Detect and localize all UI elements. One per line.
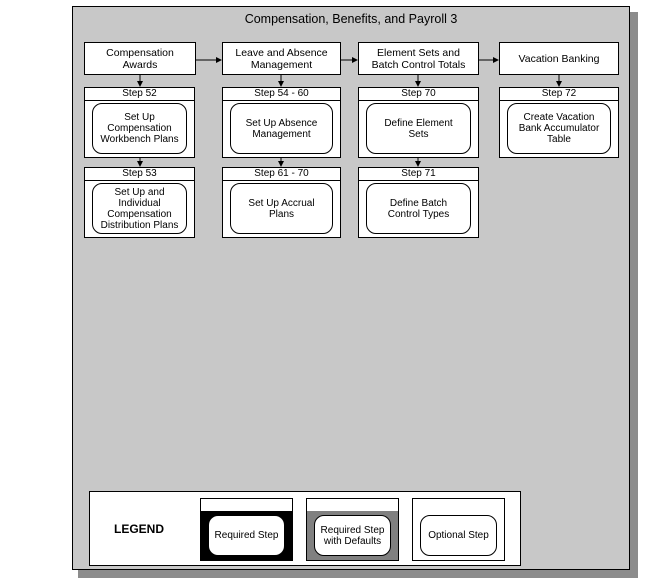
- header-element-sets: Element Sets and Batch Control Totals: [358, 42, 479, 75]
- step-71-label: Step 71: [359, 168, 478, 181]
- header-vacation-banking: Vacation Banking: [499, 42, 619, 75]
- step-53-task: Set Up and Individual Compensation Distr…: [92, 183, 187, 234]
- legend-required-defaults-fill: Required Step with Defaults: [307, 511, 398, 560]
- step-72-box: Step 72 Create Vacation Bank Accumulator…: [499, 87, 619, 158]
- step-52-box: Step 52 Set Up Compensation Workbench Pl…: [84, 87, 195, 158]
- step-53-box: Step 53 Set Up and Individual Compensati…: [84, 167, 195, 238]
- step-72-task: Create Vacation Bank Accumulator Table: [507, 103, 611, 154]
- legend-optional-step: Optional Step: [412, 498, 505, 561]
- step-70-box: Step 70 Define Element Sets: [358, 87, 479, 158]
- step-61-70-task: Set Up Accrual Plans: [230, 183, 333, 234]
- step-52-task: Set Up Compensation Workbench Plans: [92, 103, 187, 154]
- legend-required-step-fill: Required Step: [201, 511, 292, 560]
- step-70-task: Define Element Sets: [366, 103, 471, 154]
- legend-required-defaults: Required Step with Defaults: [306, 498, 399, 561]
- legend-title: LEGEND: [114, 522, 165, 536]
- step-54-60-task: Set Up Absence Management: [230, 103, 333, 154]
- legend-required-step: Required Step: [200, 498, 293, 561]
- step-53-label: Step 53: [85, 168, 194, 181]
- header-leave-absence: Leave and Absence Management: [222, 42, 341, 75]
- legend-optional-step-fill: Optional Step: [413, 511, 504, 560]
- step-52-label: Step 52: [85, 88, 194, 101]
- legend-required-defaults-label: Required Step with Defaults: [314, 515, 391, 556]
- step-54-60-label: Step 54 - 60: [223, 88, 340, 101]
- step-61-70-label: Step 61 - 70: [223, 168, 340, 181]
- step-71-box: Step 71 Define Batch Control Types: [358, 167, 479, 238]
- legend-optional-step-label: Optional Step: [420, 515, 497, 556]
- step-70-label: Step 70: [359, 88, 478, 101]
- step-72-label: Step 72: [500, 88, 618, 101]
- step-71-task: Define Batch Control Types: [366, 183, 471, 234]
- step-54-60-box: Step 54 - 60 Set Up Absence Management: [222, 87, 341, 158]
- header-compensation-awards: Compensation Awards: [84, 42, 196, 75]
- step-61-70-box: Step 61 - 70 Set Up Accrual Plans: [222, 167, 341, 238]
- legend-required-step-label: Required Step: [208, 515, 285, 556]
- diagram-title: Compensation, Benefits, and Payroll 3: [244, 12, 458, 26]
